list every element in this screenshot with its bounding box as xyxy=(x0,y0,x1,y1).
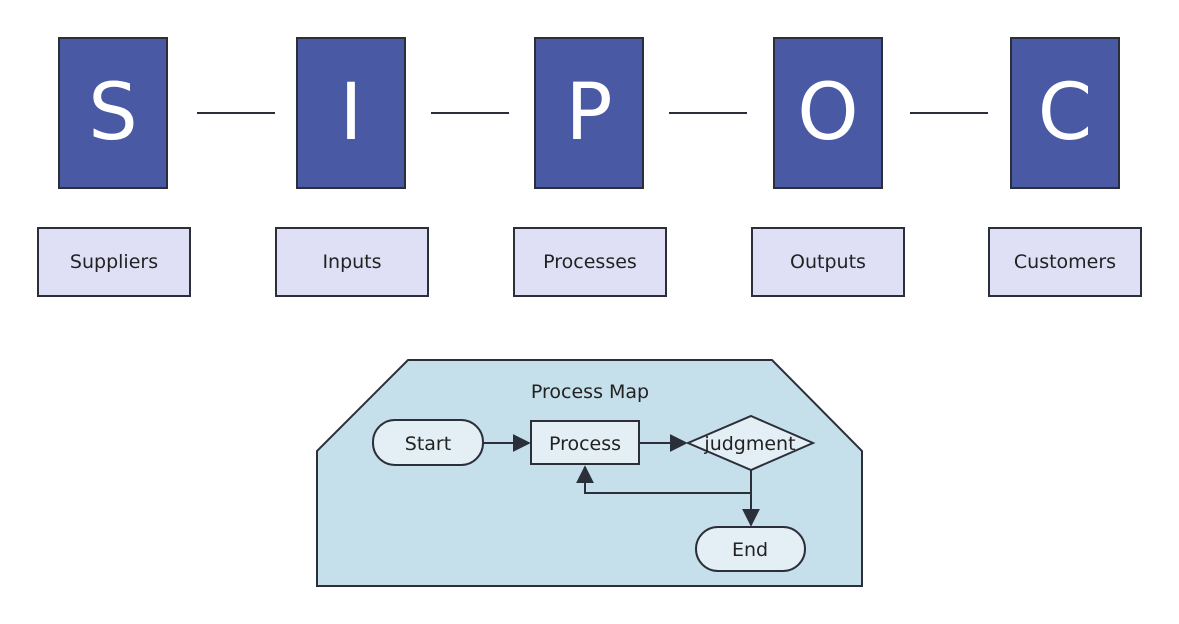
letter-box-s: S xyxy=(58,37,168,189)
letter-s: S xyxy=(88,68,138,158)
end-node xyxy=(695,526,806,572)
connector-o-c xyxy=(910,112,988,114)
label-box-processes: Processes xyxy=(513,227,667,297)
judgment-label: judgment xyxy=(703,433,795,455)
letter-p: P xyxy=(565,68,613,158)
letter-c: C xyxy=(1037,68,1093,158)
letter-box-p: P xyxy=(534,37,644,189)
label-box-suppliers: Suppliers xyxy=(37,227,191,297)
label-box-customers: Customers xyxy=(988,227,1142,297)
label-suppliers: Suppliers xyxy=(69,251,159,273)
letter-box-c: C xyxy=(1010,37,1120,189)
letter-i: I xyxy=(339,68,363,158)
connector-s-i xyxy=(197,112,275,114)
label-customers: Customers xyxy=(1013,251,1117,273)
process-node xyxy=(530,420,640,465)
start-label: Start xyxy=(405,433,451,455)
connector-i-p xyxy=(431,112,509,114)
label-box-inputs: Inputs xyxy=(275,227,429,297)
label-inputs: Inputs xyxy=(322,251,382,273)
end-label: End xyxy=(732,539,768,561)
connector-p-o xyxy=(669,112,747,114)
process-map-title: Process Map xyxy=(531,381,649,403)
letter-box-i: I xyxy=(296,37,406,189)
letter-box-o: O xyxy=(773,37,883,189)
process-label: Process xyxy=(549,433,621,455)
letter-o: O xyxy=(797,68,859,158)
label-outputs: Outputs xyxy=(790,251,866,273)
arrow-judgment-loop-back xyxy=(576,465,752,494)
label-box-outputs: Outputs xyxy=(751,227,905,297)
label-processes: Processes xyxy=(543,251,637,273)
